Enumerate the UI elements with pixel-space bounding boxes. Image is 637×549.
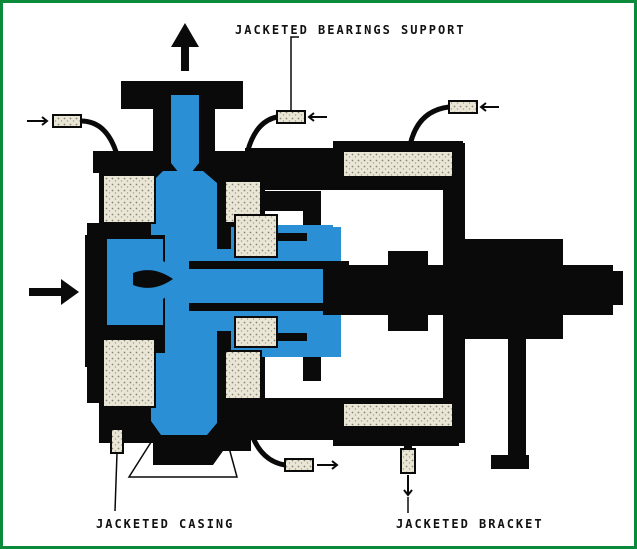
jacketed-bearings-support-label: JACKETED BEARINGS SUPPORT (235, 23, 466, 37)
bearings-outlet-arrow-icon (317, 460, 339, 470)
jacketed-casing-label: JACKETED CASING (96, 517, 235, 531)
bearings-inlet-arrow-icon (307, 112, 327, 122)
callout-leaders (114, 36, 409, 513)
jacket-inlet-arrow-icon (27, 116, 49, 126)
inlet-arrow-icon (29, 279, 79, 305)
pump-cross-section-diagram (27, 23, 623, 513)
flow-arrows (27, 23, 499, 497)
bracket-outlet-arrow-icon (403, 475, 413, 497)
outlet-arrow-icon (171, 23, 199, 71)
casing-jacket (102, 174, 156, 408)
bracket-inlet-arrow-icon (479, 102, 499, 112)
jacketed-bracket-label: JACKETED BRACKET (396, 517, 544, 531)
bearings-support-jacket (224, 180, 278, 400)
bracket-jacket (342, 150, 454, 428)
jacket-fittings (52, 100, 478, 474)
